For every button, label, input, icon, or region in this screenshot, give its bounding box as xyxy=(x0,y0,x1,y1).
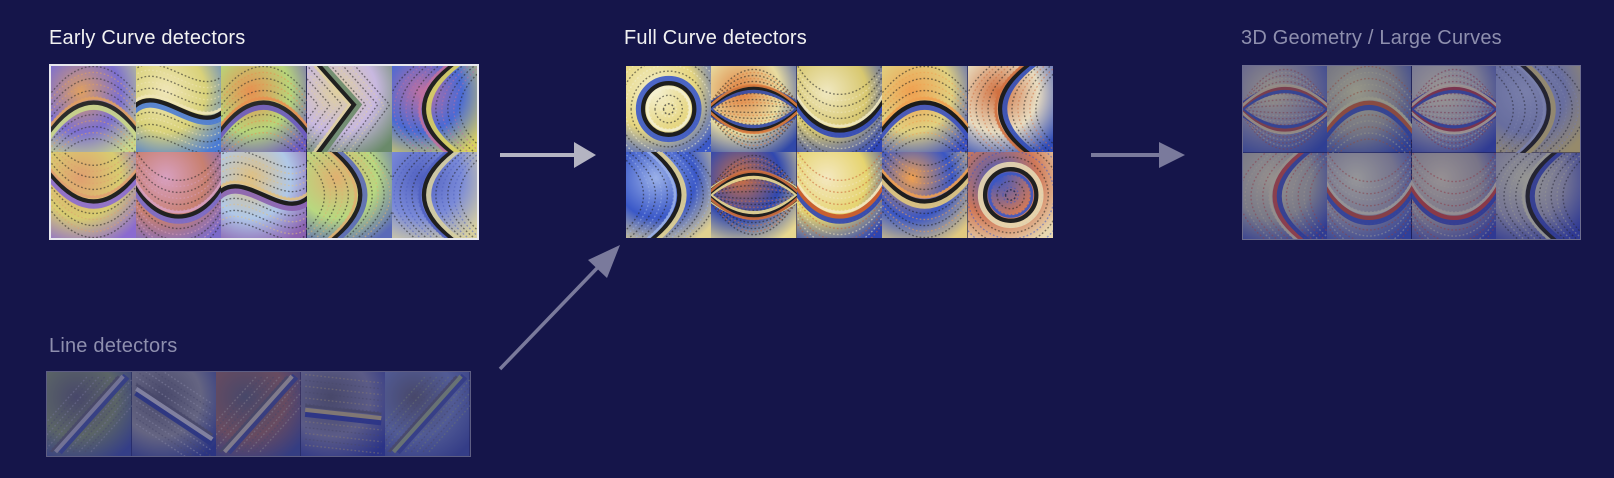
full-feature-tile-3 xyxy=(796,66,883,152)
geometry-feature-visualization-2 xyxy=(1327,66,1412,153)
geometry-feature-visualization-4 xyxy=(1495,66,1580,153)
geometry-feature-tile-3 xyxy=(1411,66,1496,153)
line-feature-visualization-2 xyxy=(131,372,217,456)
full-curve-detectors-grid xyxy=(626,66,1053,238)
geometry-feature-tile-4 xyxy=(1495,66,1580,153)
early-curve-detectors-label: Early Curve detectors xyxy=(49,27,246,49)
early-feature-visualization-2 xyxy=(136,66,222,152)
geometry-feature-visualization-3 xyxy=(1411,66,1496,153)
early-feature-visualization-8 xyxy=(221,152,307,238)
geometry-large-curves-label: 3D Geometry / Large Curves xyxy=(1241,27,1502,49)
geometry-large-curves-grid xyxy=(1242,65,1581,240)
line-detectors-label: Line detectors xyxy=(49,335,178,357)
full-feature-tile-9 xyxy=(882,152,968,238)
full-feature-tile-2 xyxy=(711,66,797,152)
full-feature-visualization-6 xyxy=(626,152,712,238)
full-feature-visualization-4 xyxy=(882,66,968,152)
full-feature-tile-5 xyxy=(967,66,1053,152)
geometry-feature-tile-5 xyxy=(1243,152,1328,239)
full-feature-visualization-10 xyxy=(967,152,1053,238)
early-feature-visualization-4 xyxy=(306,66,392,152)
early-feature-tile-10 xyxy=(391,152,477,238)
line-feature-visualization-5 xyxy=(385,372,470,456)
geometry-feature-visualization-8 xyxy=(1495,152,1580,239)
geometry-feature-tile-8 xyxy=(1495,152,1580,239)
early-feature-tile-6 xyxy=(51,152,137,238)
early-feature-visualization-7 xyxy=(136,152,222,238)
geometry-feature-tile-7 xyxy=(1411,152,1496,239)
early-feature-tile-2 xyxy=(136,66,222,152)
early-feature-tile-5 xyxy=(391,66,477,152)
early-feature-visualization-10 xyxy=(391,152,477,238)
line-feature-tile-4 xyxy=(300,372,386,456)
full-feature-tile-4 xyxy=(882,66,968,152)
line-feature-visualization-3 xyxy=(216,372,301,456)
line-feature-tile-1 xyxy=(47,372,132,456)
full-feature-tile-10 xyxy=(967,152,1053,238)
geometry-feature-tile-1 xyxy=(1243,66,1328,153)
geometry-feature-visualization-6 xyxy=(1327,152,1412,239)
early-feature-tile-3 xyxy=(221,66,307,152)
early-feature-visualization-1 xyxy=(51,66,137,152)
full-feature-visualization-3 xyxy=(796,66,883,152)
early-feature-tile-1 xyxy=(51,66,137,152)
geometry-feature-visualization-5 xyxy=(1243,152,1328,239)
line-feature-visualization-4 xyxy=(300,372,386,456)
full-feature-visualization-1 xyxy=(626,66,712,152)
full-feature-tile-8 xyxy=(796,152,883,238)
early-feature-tile-7 xyxy=(136,152,222,238)
line-to-full-arrow xyxy=(498,245,620,371)
full-curve-detectors-label: Full Curve detectors xyxy=(624,27,807,49)
early-feature-tile-4 xyxy=(306,66,392,152)
line-feature-tile-5 xyxy=(385,372,470,456)
geometry-feature-visualization-7 xyxy=(1411,152,1496,239)
full-feature-visualization-8 xyxy=(796,152,883,238)
full-feature-visualization-9 xyxy=(882,152,968,238)
full-feature-visualization-7 xyxy=(711,152,797,238)
full-to-geometry-arrow xyxy=(1091,142,1185,168)
early-feature-visualization-3 xyxy=(221,66,307,152)
full-feature-visualization-2 xyxy=(711,66,797,152)
line-feature-visualization-1 xyxy=(47,372,132,456)
early-feature-visualization-9 xyxy=(306,152,392,238)
line-feature-tile-2 xyxy=(131,372,217,456)
full-feature-tile-1 xyxy=(626,66,712,152)
early-feature-visualization-5 xyxy=(391,66,477,152)
early-feature-tile-8 xyxy=(221,152,307,238)
full-feature-visualization-5 xyxy=(967,66,1053,152)
geometry-feature-tile-6 xyxy=(1327,152,1412,239)
early-to-full-arrow xyxy=(500,142,596,168)
geometry-feature-tile-2 xyxy=(1327,66,1412,153)
full-feature-tile-6 xyxy=(626,152,712,238)
line-detectors-grid xyxy=(46,371,471,457)
geometry-feature-visualization-1 xyxy=(1243,66,1328,153)
line-feature-tile-3 xyxy=(216,372,301,456)
full-feature-tile-7 xyxy=(711,152,797,238)
early-curve-detectors-grid xyxy=(49,64,479,240)
early-feature-tile-9 xyxy=(306,152,392,238)
early-feature-visualization-6 xyxy=(51,152,137,238)
